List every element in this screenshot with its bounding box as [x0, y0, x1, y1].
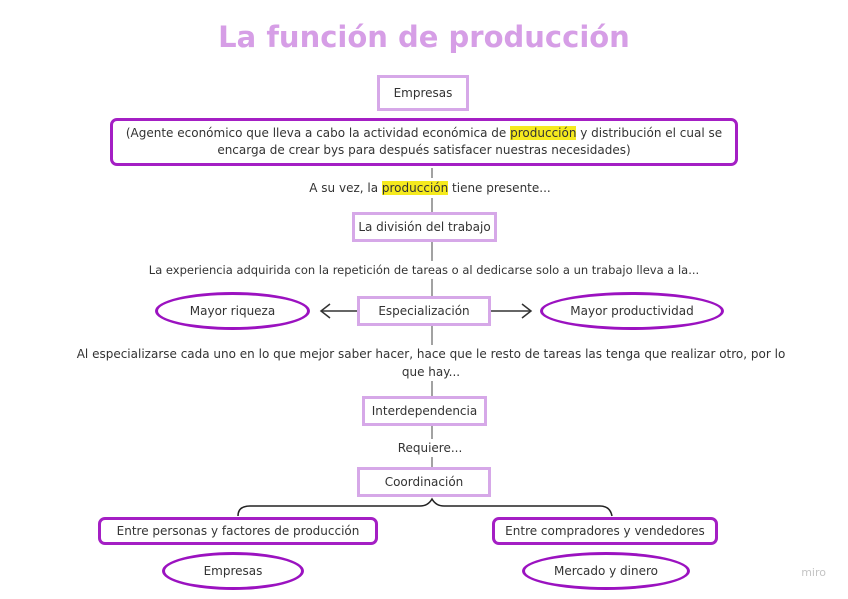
branch-personas-factores-label: Entre personas y factores de producción [116, 524, 360, 538]
empresas-node-label: Empresas [393, 86, 453, 100]
especializacion-node[interactable]: Especialización [357, 296, 491, 326]
branch-compradores-vendedores-node[interactable]: Entre compradores y vendedores [492, 517, 718, 545]
mayor-riqueza-node[interactable]: Mayor riqueza [155, 292, 310, 330]
coordinacion-label: Coordinación [384, 475, 464, 489]
interdependencia-node[interactable]: Interdependencia [362, 396, 487, 426]
leaf-empresas-node[interactable]: Empresas [162, 552, 304, 590]
highlight-produccion-2: producción [381, 181, 449, 195]
leaf-mercado-dinero-label: Mercado y dinero [554, 564, 658, 578]
diagram-title: La función de producción [218, 20, 630, 54]
coordinacion-node[interactable]: Coordinación [357, 467, 491, 497]
mayor-productividad-label: Mayor productividad [570, 304, 694, 318]
especializacion-label: Especialización [378, 304, 470, 318]
mayor-productividad-node[interactable]: Mayor productividad [540, 292, 724, 330]
leaf-mercado-dinero-node[interactable]: Mercado y dinero [522, 552, 690, 590]
leaf-empresas-label: Empresas [203, 564, 263, 578]
note-experiencia: La experiencia adquirida con la repetici… [110, 261, 738, 279]
definition-node[interactable]: (Agente económico que lleva a cabo la ac… [110, 118, 738, 166]
definition-text: (Agente económico que lleva a cabo la ac… [125, 126, 723, 157]
miro-watermark: miro [801, 566, 826, 579]
interdependencia-label: Interdependencia [371, 404, 478, 418]
division-trabajo-label: La división del trabajo [358, 220, 491, 234]
note-especializarse: Al especializarse cada uno en lo que mej… [75, 345, 787, 381]
branch-compradores-vendedores-label: Entre compradores y vendedores [505, 524, 705, 538]
branch-personas-factores-node[interactable]: Entre personas y factores de producción [98, 517, 378, 545]
highlight-produccion: producción [510, 126, 577, 140]
empresas-node[interactable]: Empresas [377, 75, 469, 111]
note-produccion-presente: A su vez, la producción tiene presente..… [280, 179, 580, 197]
division-trabajo-node[interactable]: La división del trabajo [352, 212, 497, 242]
note-requiere: Requiere... [380, 439, 480, 457]
mayor-riqueza-label: Mayor riqueza [189, 304, 276, 318]
